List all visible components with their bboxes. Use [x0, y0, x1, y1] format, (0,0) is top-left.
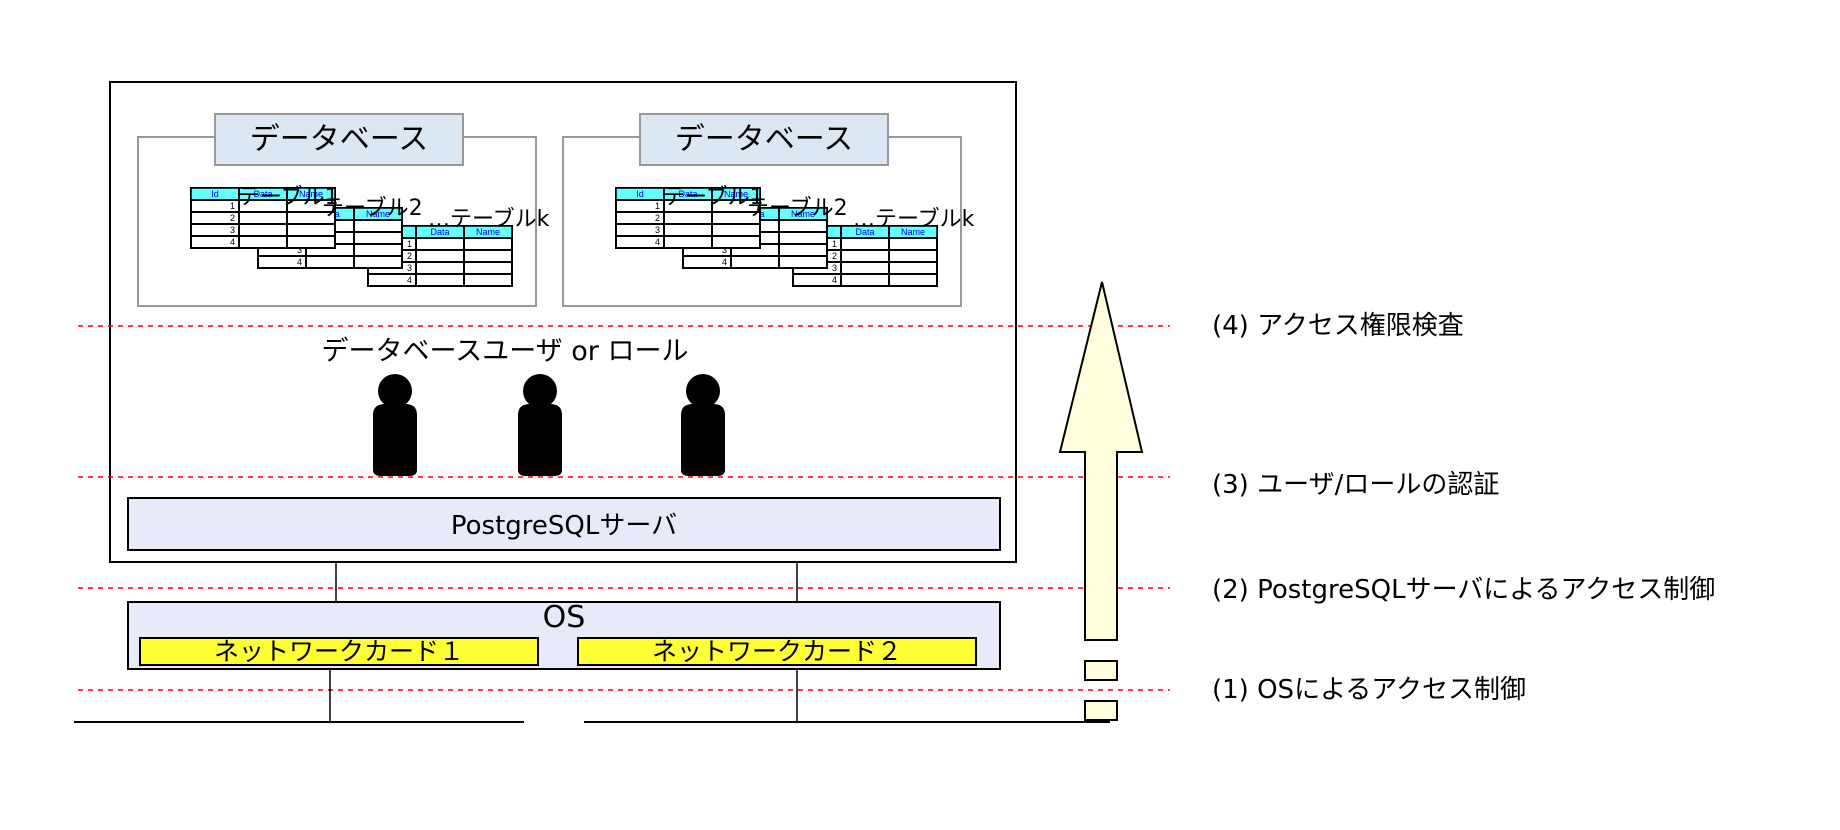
table-header-data: Data [253, 189, 272, 199]
table-row-number: 1 [407, 239, 412, 249]
database-label: データベース [675, 122, 854, 157]
database-header [639, 113, 889, 166]
table-header-id: Id [211, 189, 219, 199]
table-label-k: …テーブルk [853, 207, 975, 232]
table-row-number: 3 [832, 263, 837, 273]
database-header [214, 113, 464, 166]
table-row-number: 4 [407, 275, 412, 285]
table-header-name: Name [901, 227, 925, 237]
user-icon-1 [373, 374, 417, 476]
database-group-1: データベース IdDataName1234IdDataName1234IdDat… [137, 113, 550, 307]
table-header-data: Data [855, 227, 874, 237]
user-icon-2 [518, 374, 562, 476]
network-card-1-label: ネットワークカード１ [214, 637, 464, 666]
table-header-name: Name [366, 209, 390, 219]
layer-label-1: (1) OSによるアクセス制御 [1212, 675, 1526, 705]
table-label-1: テーブル1 [663, 185, 764, 210]
table-row-number: 3 [407, 263, 412, 273]
table-row-number: 4 [832, 275, 837, 285]
table-row-number: 2 [407, 251, 412, 261]
table-row-number: 4 [655, 237, 660, 247]
table-header-name: Name [476, 227, 500, 237]
upward-arrow [1058, 281, 1144, 641]
layer-label-2: (2) PostgreSQLサーバによるアクセス制御 [1212, 575, 1715, 605]
table-row-number: 2 [230, 213, 235, 223]
mini-table: Id Data Name 1 2 3 4 [190, 187, 336, 249]
postgresql-server-bar [127, 497, 1001, 551]
layer-label-4: (4) アクセス権限検査 [1212, 311, 1464, 341]
arrow-dash-2 [1084, 700, 1118, 721]
table-row-number: 2 [655, 213, 660, 223]
table-label-2: テーブル2 [322, 196, 423, 221]
table-header-name: Name [791, 209, 815, 219]
table-row-number: 3 [297, 245, 302, 255]
table-header-name: Name [724, 189, 748, 199]
table-header-name: Name [299, 189, 323, 199]
user-icons [373, 374, 725, 476]
table-label-k: …テーブルk [428, 207, 550, 232]
network-card-2 [577, 637, 977, 666]
network-card-1 [139, 637, 539, 666]
table-row-number: 3 [655, 225, 660, 235]
table-label-2: テーブル2 [747, 196, 848, 221]
table-header-data: Data [430, 227, 449, 237]
arrow-dash-1 [1084, 660, 1118, 681]
users-label: データベースユーザ or ロール [322, 336, 689, 367]
table-row-number: 1 [230, 201, 235, 211]
table-label-1: テーブル1 [238, 185, 339, 210]
table-header-data: Data [678, 189, 697, 199]
table-stack: IdDataName1234IdDataName1234IdDataName12… [190, 185, 550, 287]
table-row-number: 3 [722, 245, 727, 255]
table-row-number: 4 [230, 237, 235, 247]
table-row-number: 4 [297, 257, 302, 267]
server-label: PostgreSQLサーバ [451, 511, 677, 541]
table-row-number: 2 [832, 251, 837, 261]
table-row-number: 4 [722, 257, 727, 267]
table-row-number: 3 [230, 225, 235, 235]
layer-label-3: (3) ユーザ/ロールの認証 [1212, 470, 1499, 500]
table-row-number: 1 [655, 201, 660, 211]
table-row-number: 1 [832, 239, 837, 249]
user-icon-3 [681, 374, 725, 476]
database-label: データベース [250, 122, 429, 157]
table-stack: IdDataName1234IdDataName1234IdDataName12… [615, 185, 975, 287]
network-card-2-label: ネットワークカード２ [652, 637, 902, 666]
table-header-id: Id [636, 189, 644, 199]
mini-table: Id Data Name 1 2 3 4 [615, 187, 761, 249]
os-label: OS [543, 600, 586, 635]
database-group-2: データベース IdDataName1234IdDataName1234IdDat… [562, 113, 975, 307]
